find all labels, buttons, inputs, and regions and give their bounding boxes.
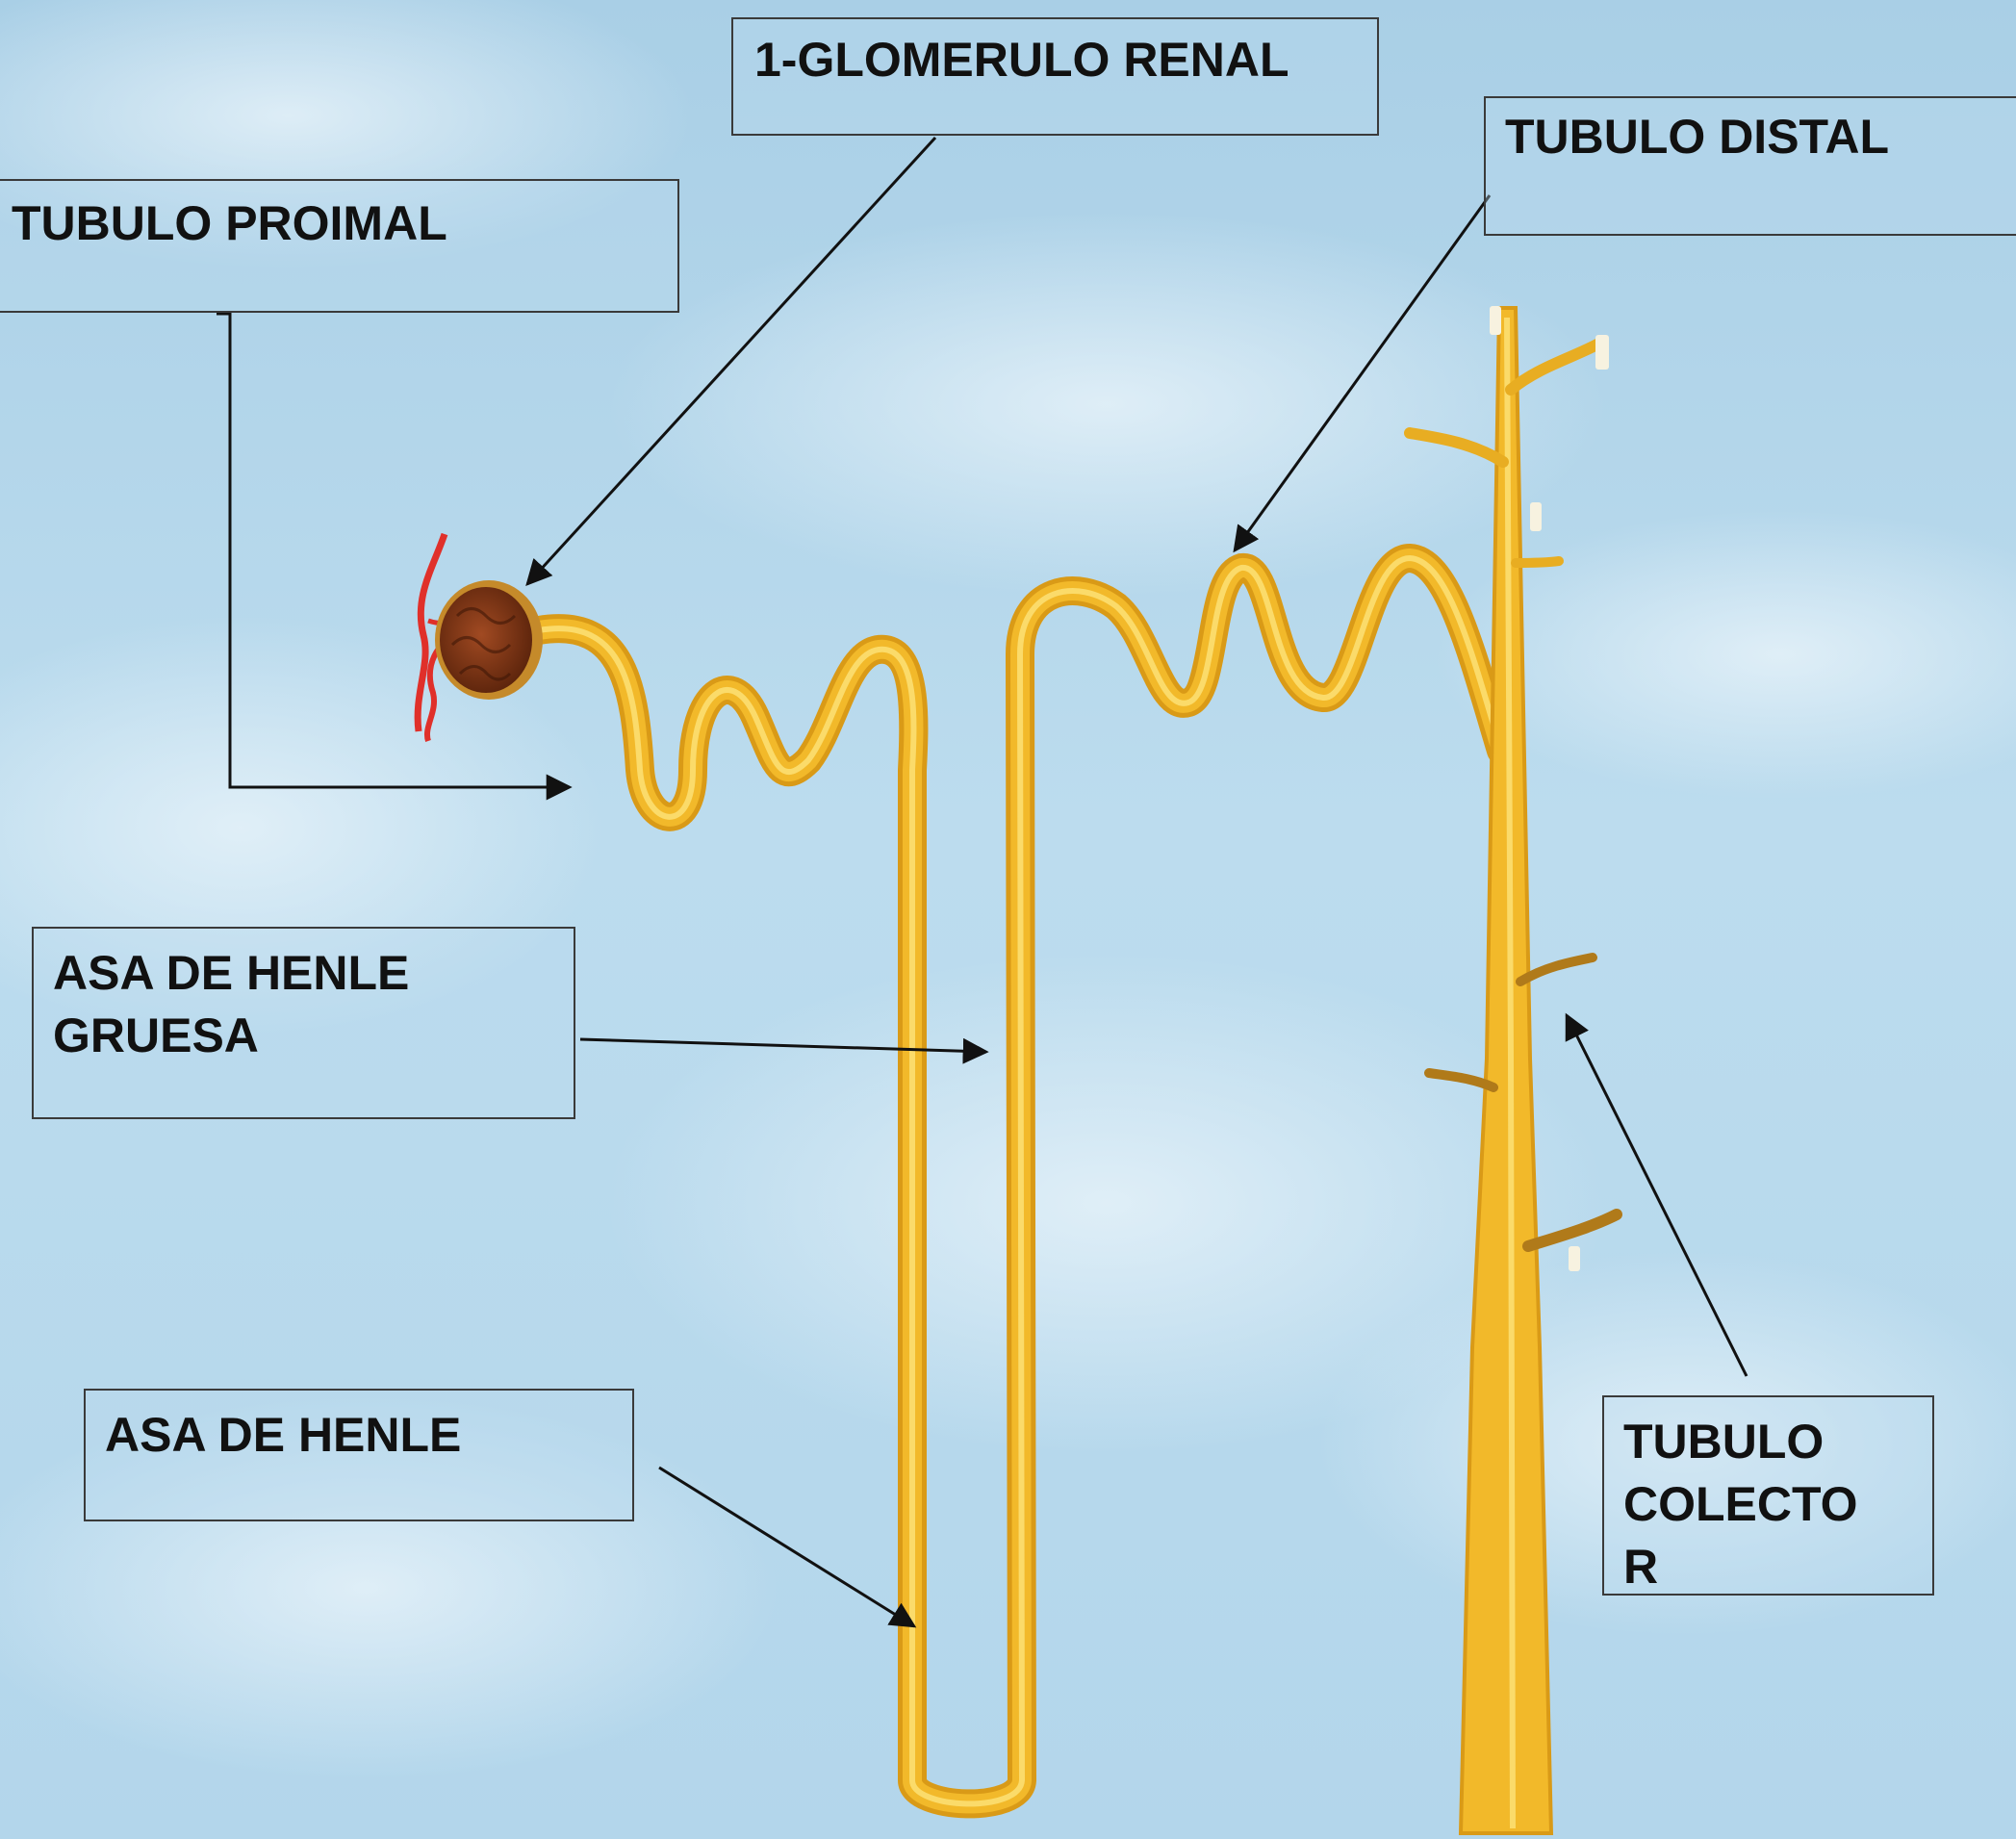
cloud xyxy=(0,616,606,1039)
cloud xyxy=(0,1395,779,1780)
arrow-colector xyxy=(1565,1012,1748,1377)
duct-branch xyxy=(1522,1209,1622,1252)
cloud xyxy=(0,0,693,269)
label-asa-de-henle: ASA DE HENLE xyxy=(84,1389,634,1521)
collecting-duct xyxy=(1404,306,1622,1835)
duct-branch xyxy=(1424,1068,1498,1092)
arrow-henle-gruesa xyxy=(579,1037,989,1064)
cloud xyxy=(1434,510,2016,799)
label-glomerulo-renal: 1-GLOMERULO RENAL xyxy=(731,17,1379,136)
leader-lines xyxy=(217,136,1748,1628)
duct-branch-tip xyxy=(1490,306,1501,335)
duct-branch-tip xyxy=(1595,335,1609,370)
tubule-highlight xyxy=(536,555,1504,1807)
label-tubulo-distal: TUBULO DISTAL xyxy=(1484,96,2016,236)
label-asa-de-henle-gruesa: ASA DE HENLE GRUESA xyxy=(32,927,575,1119)
duct-branch-tip xyxy=(1569,1246,1580,1271)
arrow-henle xyxy=(658,1466,917,1628)
glomerulus xyxy=(414,532,543,742)
arrow-glomerulo xyxy=(525,136,937,586)
duct-branch xyxy=(1505,336,1608,396)
arrow-distal xyxy=(1233,194,1492,553)
cloud xyxy=(606,953,1607,1453)
duct-branch xyxy=(1404,427,1509,468)
label-tubulo-colector: TUBULO COLECTO R xyxy=(1602,1395,1934,1596)
afferent-vessel xyxy=(414,532,448,732)
capillary-texture xyxy=(450,607,517,681)
nephron-tubule xyxy=(524,544,1516,1819)
duct-branch xyxy=(1516,953,1597,986)
cloud xyxy=(606,212,1607,597)
duct-branch-tip xyxy=(1530,502,1542,531)
collecting-duct-highlight xyxy=(1504,317,1516,1829)
glomerulus-capillaries xyxy=(440,587,532,693)
arrow-proximal xyxy=(217,312,573,801)
duct-branch xyxy=(1511,556,1564,568)
label-tubulo-proximal: TUBULO PROIMAL xyxy=(0,179,679,313)
